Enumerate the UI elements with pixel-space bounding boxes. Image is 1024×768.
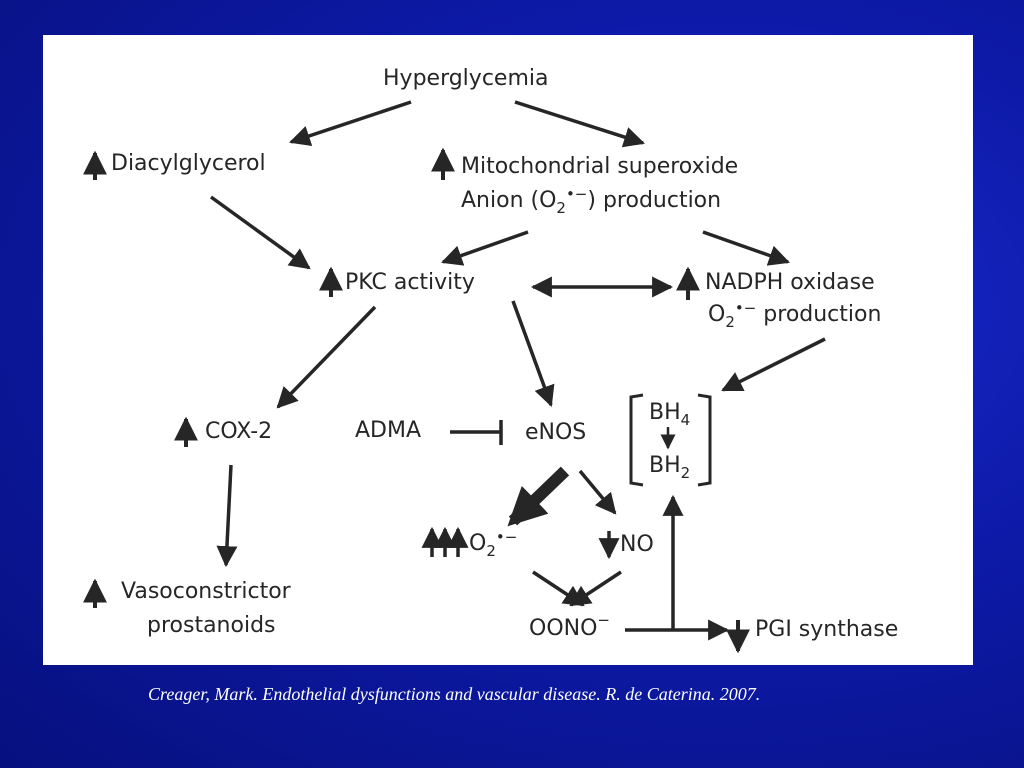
svg-text:BH2: BH2 [649, 453, 690, 482]
arrow-pkc-to-cox2 [276, 305, 377, 409]
node-pgi-synthase: PGI synthase [726, 617, 898, 654]
arrow-hyperglycemia-to-diacylglycerol [289, 100, 412, 146]
svg-text:O2•−: O2•− [469, 528, 517, 560]
svg-text:prostanoids: prostanoids [147, 613, 276, 638]
node-no: NO [598, 531, 654, 560]
arrow-nadph-to-bh4 [721, 337, 826, 392]
node-nadph-oxidase: NADPH oxidase O2•− production [676, 266, 881, 331]
citation-caption: Creager, Mark. Endothelial dysfunctions … [148, 684, 761, 704]
node-pkc-activity: PKC activity [319, 266, 475, 297]
svg-text:Vasoconstrictor: Vasoconstrictor [121, 579, 292, 604]
svg-text:NADPH oxidase: NADPH oxidase [705, 270, 875, 295]
diagram-panel: Hyperglycemia Diacylglycerol Mitochondri… [43, 35, 973, 665]
arrow-diacylglycerol-to-pkc [209, 195, 311, 270]
arrow-hyperglycemia-to-mitochondrial [514, 100, 645, 148]
node-enos: eNOS [525, 420, 586, 445]
arrow-pkc-to-enos [511, 300, 555, 407]
svg-text:O2•− production: O2•− production [708, 299, 881, 331]
node-bh4-bh2: BH4 BH2 [629, 393, 712, 487]
bracket-left [629, 393, 644, 487]
arrow-mitochondrial-to-pkc [441, 230, 529, 266]
arrow-enos-to-no [578, 469, 617, 515]
node-hyperglycemia: Hyperglycemia [383, 66, 548, 91]
node-mitochondrial-superoxide: Mitochondrial superoxide Anion (O2•−) pr… [431, 147, 738, 217]
pathway-arrows [209, 100, 826, 641]
node-diacylglycerol: Diacylglycerol [83, 150, 266, 180]
svg-text:Mitochondrial superoxide: Mitochondrial superoxide [461, 154, 738, 179]
node-vasoconstrictor-prostanoids: Vasoconstrictor prostanoids [83, 578, 292, 638]
svg-text:NO: NO [620, 532, 654, 557]
node-adma: ADMA [355, 418, 421, 443]
bracket-right [697, 393, 712, 487]
node-cox2: COX-2 [174, 416, 272, 447]
node-oono: OONO− [529, 611, 610, 641]
node-superoxide: O2•− [421, 526, 517, 560]
svg-text:PKC activity: PKC activity [345, 270, 475, 295]
arrow-mitochondrial-to-nadph [702, 230, 790, 266]
svg-text:COX-2: COX-2 [205, 419, 272, 444]
svg-text:BH4: BH4 [649, 400, 690, 429]
arrow-cox2-to-vasoconstrictor [216, 464, 238, 568]
thick-arrow-enos-to-superoxide [507, 466, 570, 527]
pathway-diagram: Hyperglycemia Diacylglycerol Mitochondri… [83, 66, 898, 654]
arrow-no-to-oono [569, 570, 622, 607]
svg-text:Diacylglycerol: Diacylglycerol [111, 151, 266, 176]
svg-text:Anion (O2•−) production: Anion (O2•−) production [461, 185, 721, 217]
svg-text:PGI synthase: PGI synthase [755, 617, 898, 642]
